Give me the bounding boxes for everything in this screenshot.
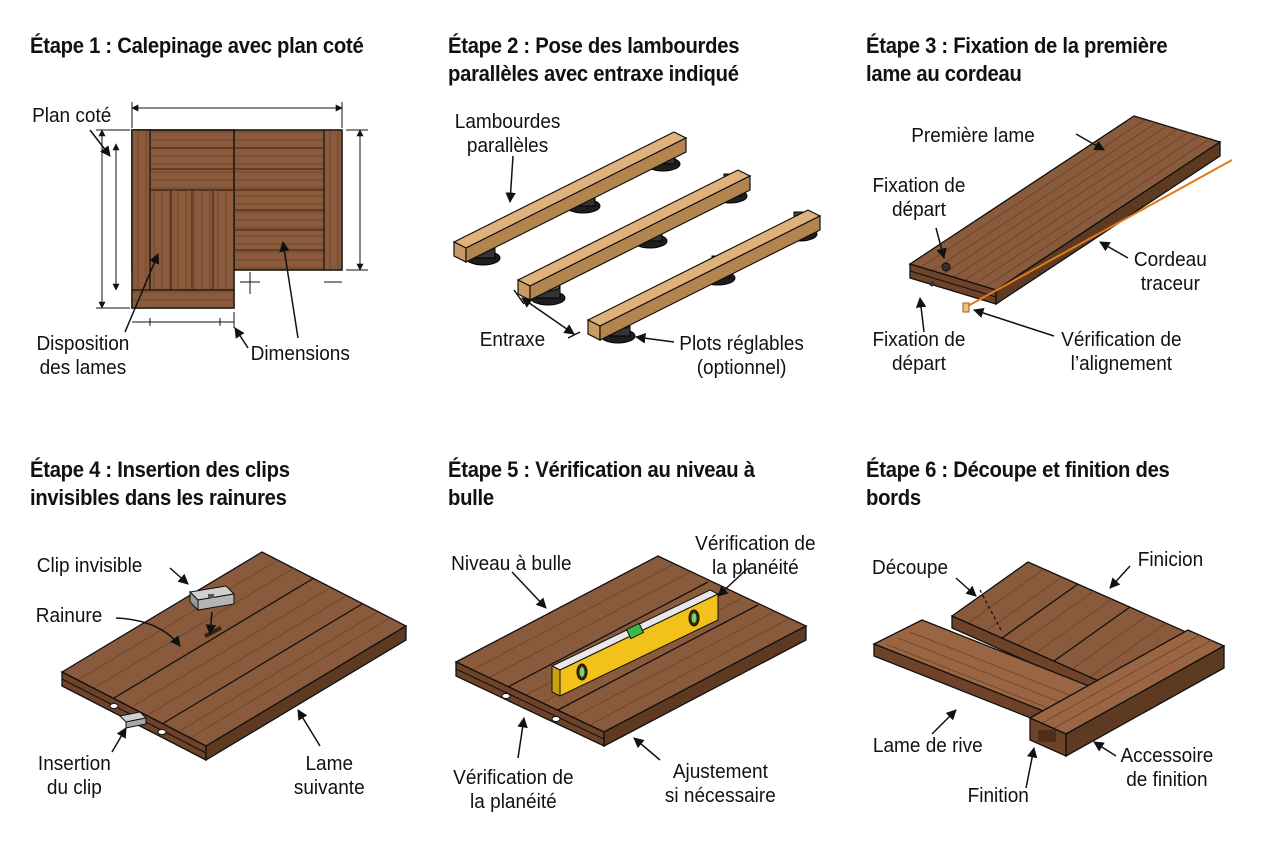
first-board [908, 115, 1222, 306]
clips-drawing [60, 551, 408, 762]
plan-drawing [89, 102, 368, 349]
label-ajustement: Ajustement si nécessaire [664, 761, 776, 807]
label-fixation-top: Fixation de départ [872, 175, 966, 221]
joists-drawing [453, 131, 821, 344]
label-cordeau: Cordeau traceur [1133, 249, 1207, 295]
label-planeite-bottom: Vérification de la planéité [453, 767, 574, 813]
step-6-title: Étape 6 : Découpe et finition des bords [866, 457, 1170, 510]
label-dimensions: Dimensions [250, 343, 350, 365]
level-drawing [454, 555, 808, 761]
label-finicion: Finicion [1137, 549, 1204, 571]
chalk-line [965, 159, 1233, 308]
spirit-level-icon [550, 589, 720, 697]
inserted-clip-icon [118, 711, 148, 729]
label-finition: Finition [967, 785, 1029, 807]
label-fixation-bottom: Fixation de départ [872, 329, 966, 375]
label-planeite-top: Vérification de la planéité [695, 533, 816, 579]
step-5-panel: Étape 5 : Vérification au niveau à bulle [448, 456, 858, 866]
deck-boards [60, 551, 408, 762]
label-rainure: Rainure [35, 605, 103, 627]
step-3-title: Étape 3 : Fixation de la première lame a… [866, 33, 1168, 86]
step-2-title: Étape 2 : Pose des lambourdes parallèles… [448, 33, 740, 86]
label-plots: Plots réglables (optionnel) [679, 333, 804, 379]
step-6-panel: Étape 6 : Découpe et finition des bords [866, 456, 1264, 866]
step-4-panel: Étape 4 : Insertion des clips invisibles… [30, 456, 440, 866]
step-1-title: Étape 1 : Calepinage avec plan coté [30, 33, 364, 58]
first-board-drawing [908, 115, 1233, 337]
dimension-lines [96, 102, 368, 328]
step-5-title: Étape 5 : Vérification au niveau à bulle [448, 457, 755, 510]
step-3-panel: Étape 3 : Fixation de la première lame a… [866, 32, 1264, 442]
label-premiere-lame: Première lame [911, 125, 1035, 147]
finishing-board [1028, 629, 1226, 758]
alignment-stake [962, 302, 970, 313]
deck-plan [131, 129, 343, 309]
label-entraxe: Entraxe [479, 329, 546, 351]
label-lambourdes: Lambourdes parallèles [454, 111, 561, 157]
edge-finish-drawing [872, 561, 1226, 789]
clip-icon [188, 585, 236, 612]
label-decoupe: Découpe [872, 557, 949, 579]
label-plan-cote: Plan coté [32, 105, 112, 127]
label-lame-suivante: Lame suivante [293, 753, 365, 799]
label-niveau: Niveau à bulle [451, 553, 572, 575]
label-insertion: Insertion du clip [37, 753, 111, 799]
step-4-title: Étape 4 : Insertion des clips invisibles… [30, 457, 290, 510]
step-2-panel: Étape 2 : Pose des lambourdes parallèles… [448, 32, 858, 442]
label-disposition: Disposition des lames [36, 333, 130, 379]
label-verification-alignement: Vérification de l’alignement [1061, 329, 1182, 375]
step-1-panel: Étape 1 : Calepinage avec plan coté [30, 32, 440, 442]
label-accessoire: Accessoire de finition [1120, 745, 1214, 791]
label-clip-invisible: Clip invisible [36, 555, 143, 577]
label-lame-rive: Lame de rive [872, 735, 983, 757]
